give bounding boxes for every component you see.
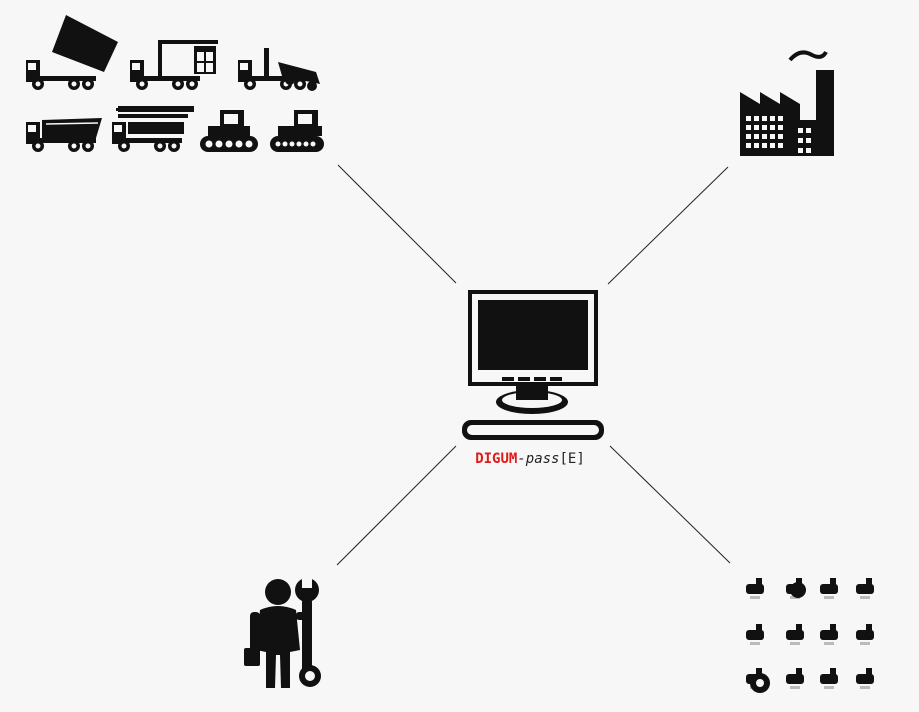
connector-lines [336,164,731,566]
power-tools-icon [746,578,874,693]
construction-vehicles-icon [26,15,324,152]
connector-bottom-left [336,445,457,566]
factory-icon [740,50,834,156]
mechanic-with-wrench-icon [244,578,321,688]
hub-label-suffix: [E] [559,451,585,467]
hub-label-brand: DIGUM [475,451,518,467]
computer-monitor-icon [462,290,604,440]
connector-bottom-right [609,445,731,564]
connector-top-right [607,166,729,285]
hub-label: DIGUM-pass[E] [0,451,919,467]
hub-label-mid: -pass [517,451,560,467]
connector-top-left [337,164,457,284]
